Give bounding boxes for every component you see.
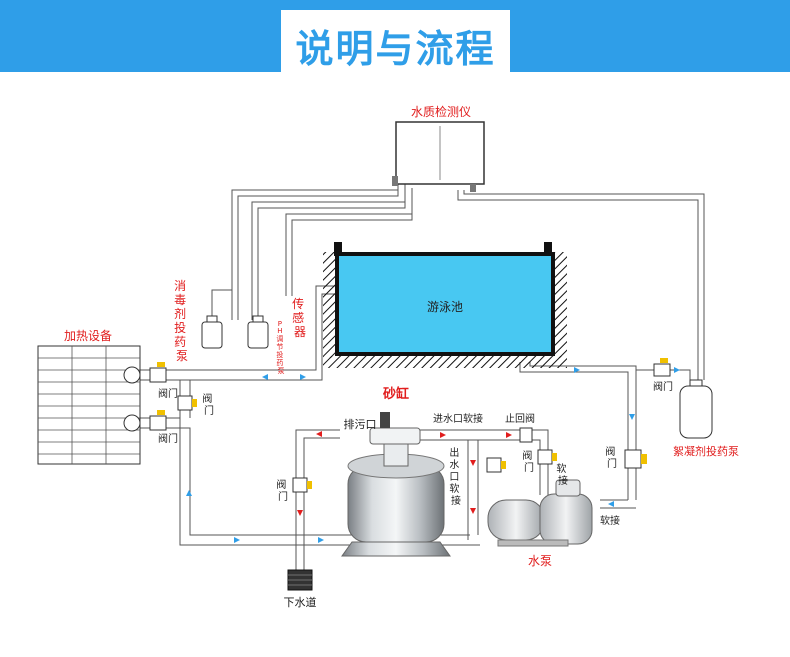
disinfect-char: 泵 xyxy=(176,349,188,363)
valve-drain: 阀 门 xyxy=(276,477,312,503)
sewer: 下水道 xyxy=(284,569,317,609)
ph-char: 投 xyxy=(276,350,283,359)
heater: 加热设备 xyxy=(37,329,141,465)
check-valve: 阀 门 xyxy=(519,427,557,474)
valve-vertical-label: 阀 门 xyxy=(202,392,215,417)
inlet-hose-label: 进水口软接 xyxy=(433,412,483,425)
water-monitor-label: 水质检测仪 xyxy=(411,104,471,119)
ph-char: 节 xyxy=(276,343,283,351)
outlet-hose-label: 出 水 口 软 接 xyxy=(449,446,462,507)
ph-char: P xyxy=(278,320,282,328)
valve-outlet xyxy=(486,457,506,473)
valve-vertical-left: 阀 门 xyxy=(177,392,215,417)
water-pump-label: 水泵 xyxy=(528,554,552,568)
disinfect-char: 毒 xyxy=(174,293,186,307)
pool-label: 游泳池 xyxy=(427,300,463,314)
valve-label: 阀门 xyxy=(158,387,178,400)
heater-label: 加热设备 xyxy=(64,329,112,343)
drain-outlet-label: 排污口 xyxy=(344,417,377,431)
check-valve-label: 止回阀 xyxy=(505,412,535,425)
water-pump: 水泵 软接 软 接 xyxy=(487,462,620,568)
valve-drain-label: 阀 门 xyxy=(276,478,289,503)
swimming-pool: 游泳池 xyxy=(323,242,567,368)
disinfect-char: 投 xyxy=(174,320,186,335)
valve-right: 阀 门 xyxy=(605,445,647,470)
valve-heater-top: 阀门 xyxy=(149,362,178,400)
ph-pump-label: P H 调 节 投 药 泵 xyxy=(276,320,285,375)
page-title: 说明与流程 xyxy=(295,27,496,71)
ph-dosing-pump xyxy=(247,315,269,349)
flocculant-pump-label: 絮凝剂投药泵 xyxy=(673,444,739,458)
valve-flocculant-label: 阀门 xyxy=(653,380,673,393)
title-box: 说明与流程 xyxy=(281,10,510,72)
water-quality-monitor: 水质检测仪 xyxy=(392,104,485,192)
sensor-label: 传 感 器 xyxy=(292,296,308,339)
pump-hose-vertical-label: 软 接 xyxy=(556,462,569,487)
pump-hose-label: 软接 xyxy=(600,514,620,527)
disinfect-char: 消 xyxy=(174,279,186,293)
disinfect-char: 剂 xyxy=(174,306,186,321)
ph-char: H xyxy=(277,327,282,335)
disinfect-char: 药 xyxy=(174,335,186,349)
check-valve-vertical-label: 阀 门 xyxy=(522,449,535,474)
sensor-char: 器 xyxy=(294,325,306,339)
ph-char: 调 xyxy=(276,334,283,343)
ph-char: 药 xyxy=(276,358,283,367)
valve-heater-bottom: 阀门 xyxy=(149,410,178,445)
sand-filter-tank: 砂缸 排污口 进水口软接 止回阀 出 水 口 软 接 xyxy=(341,386,535,557)
sensor-char: 感 xyxy=(292,310,304,325)
flocculant-dosing-pump: 絮凝剂投药泵 xyxy=(673,379,739,458)
sensor-char: 传 xyxy=(292,296,304,311)
sand-tank-label: 砂缸 xyxy=(382,386,409,402)
ph-char: 泵 xyxy=(278,367,285,375)
disinfect-dosing-pump xyxy=(201,315,223,349)
disinfect-pump-label: 消 毒 剂 投 药 泵 xyxy=(174,279,190,363)
sewer-label: 下水道 xyxy=(284,595,317,609)
valve-right-label: 阀 门 xyxy=(605,445,618,470)
pipe-network xyxy=(140,176,705,570)
valve-flocculant: 阀门 xyxy=(653,358,673,393)
valve-label: 阀门 xyxy=(158,432,178,445)
